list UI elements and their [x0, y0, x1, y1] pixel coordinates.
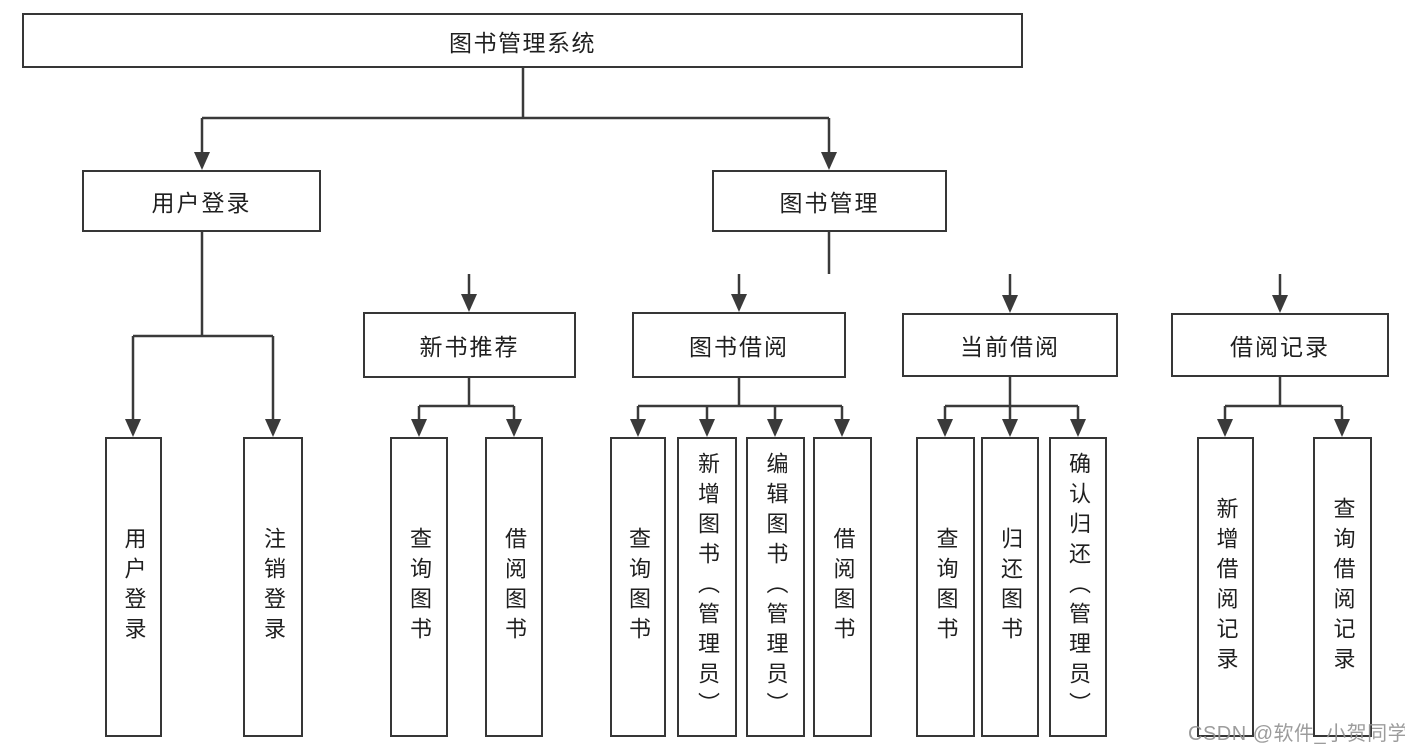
- node-borrowing-records: 借阅记录: [1171, 313, 1389, 377]
- node-add-books-admin: 新增图书（管理员）: [677, 437, 737, 737]
- arrowhead-icon: [265, 419, 281, 437]
- arrowhead-icon: [1002, 419, 1018, 437]
- node-user-login: 用户登录: [82, 170, 321, 232]
- arrowhead-icon: [731, 294, 747, 312]
- arrowhead-icon: [461, 294, 477, 312]
- node-logout: 注销登录: [243, 437, 303, 737]
- connector-paths: [131, 68, 1344, 423]
- node-query-books-current: 查询图书: [916, 437, 975, 737]
- node-add-borrow-record: 新增借阅记录: [1197, 437, 1254, 737]
- node-new-book-recommendation: 新书推荐: [363, 312, 576, 378]
- arrowhead-icon: [194, 152, 210, 170]
- arrowhead-icon: [1002, 295, 1018, 313]
- node-borrow-books: 借阅图书: [813, 437, 872, 737]
- arrowhead-icon: [1334, 419, 1350, 437]
- node-current-borrowing: 当前借阅: [902, 313, 1118, 377]
- arrowhead-icon: [125, 419, 141, 437]
- node-edit-books-admin: 编辑图书（管理员）: [746, 437, 805, 737]
- arrowhead-icon: [821, 152, 837, 170]
- arrowhead-icon: [630, 419, 646, 437]
- node-query-borrow-record: 查询借阅记录: [1313, 437, 1372, 737]
- arrowhead-icon: [411, 419, 427, 437]
- node-library-management-system: 图书管理系统: [22, 13, 1023, 68]
- node-return-books: 归还图书: [981, 437, 1039, 737]
- arrowhead-icon: [834, 419, 850, 437]
- node-user-login-leaf: 用户登录: [105, 437, 162, 737]
- arrowhead-icon: [1070, 419, 1086, 437]
- node-borrow-books-recommend: 借阅图书: [485, 437, 543, 737]
- node-book-borrowing: 图书借阅: [632, 312, 846, 378]
- arrowhead-icon: [1217, 419, 1233, 437]
- node-book-management: 图书管理: [712, 170, 947, 232]
- node-query-books-recommend: 查询图书: [390, 437, 448, 737]
- arrowhead-icon: [506, 419, 522, 437]
- csdn-watermark: CSDN @软件_小贺同学: [1188, 723, 1405, 745]
- arrowhead-icon: [767, 419, 783, 437]
- node-confirm-return-admin: 确认归还（管理员）: [1049, 437, 1107, 737]
- arrowhead-icon: [937, 419, 953, 437]
- arrowheads: [125, 152, 1350, 437]
- arrowhead-icon: [1272, 295, 1288, 313]
- arrowhead-icon: [699, 419, 715, 437]
- node-query-books-borrow: 查询图书: [610, 437, 666, 737]
